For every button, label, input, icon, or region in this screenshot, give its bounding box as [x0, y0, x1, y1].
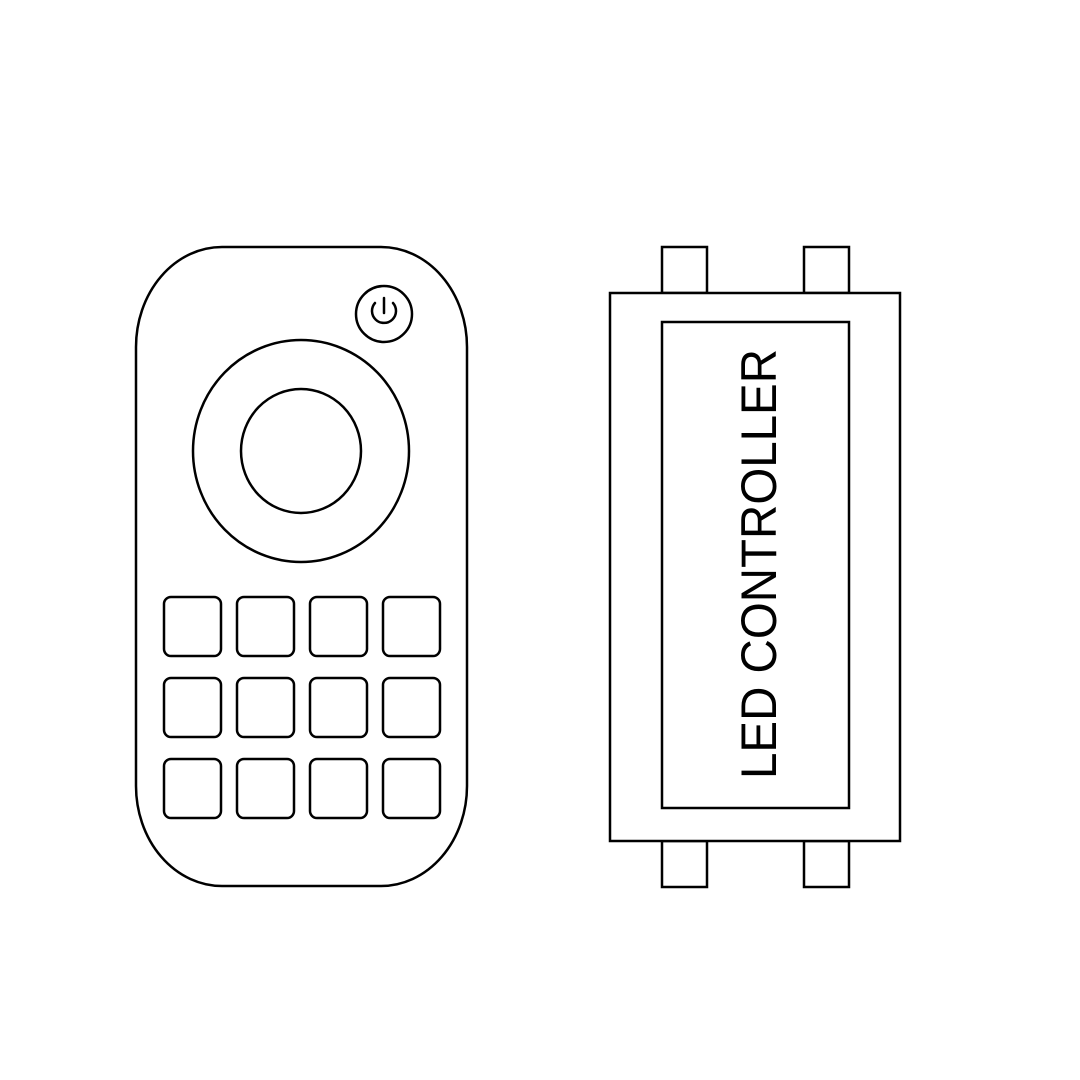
remote-button-r2-c4[interactable]	[381, 676, 442, 739]
dial[interactable]	[191, 338, 411, 564]
remote-button-r1-c4[interactable]	[381, 595, 442, 658]
remote-button-r2-c2[interactable]	[235, 676, 296, 739]
connector-tab-top-left	[660, 245, 709, 295]
power-button[interactable]	[354, 284, 414, 344]
remote-button-r2-c1[interactable]	[162, 676, 223, 739]
remote-button-r1-c2[interactable]	[235, 595, 296, 658]
connector-tab-bottom-right	[802, 839, 851, 889]
remote-control	[134, 245, 469, 888]
remote-button-grid	[162, 595, 442, 820]
dial-center-button[interactable]	[239, 387, 363, 515]
connector-tab-top-right	[802, 245, 851, 295]
remote-button-r3-c2[interactable]	[235, 757, 296, 820]
remote-button-r1-c1[interactable]	[162, 595, 223, 658]
remote-button-r3-c4[interactable]	[381, 757, 442, 820]
controller-label-panel	[660, 320, 851, 810]
remote-button-r3-c3[interactable]	[308, 757, 369, 820]
led-controller: LED CONTROLLER	[608, 245, 902, 889]
connector-tab-bottom-left	[660, 839, 709, 889]
controller-label: LED CONTROLLER	[731, 349, 787, 779]
remote-button-r1-c3[interactable]	[308, 595, 369, 658]
remote-button-r2-c3[interactable]	[308, 676, 369, 739]
remote-button-r3-c1[interactable]	[162, 757, 223, 820]
power-icon	[370, 296, 398, 325]
